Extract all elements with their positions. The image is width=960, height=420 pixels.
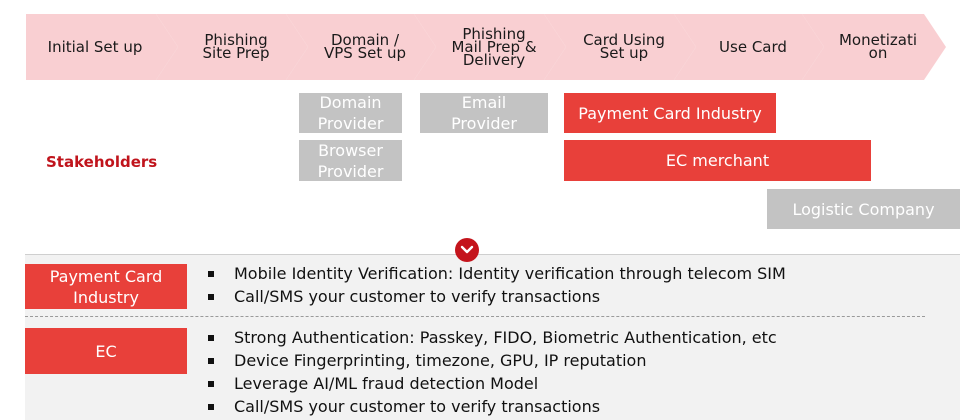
step-label: Use Card	[719, 37, 787, 56]
list-item: Call/SMS your customer to verify transac…	[204, 285, 786, 308]
process-flow: Initial Set up Phishing Site Prep Domain…	[26, 14, 946, 80]
ec-bullets: Strong Authentication: Passkey, FIDO, Bi…	[204, 326, 777, 418]
list-item: Mobile Identity Verification: Identity v…	[204, 262, 786, 285]
stakeholder-ec-merchant: EC merchant	[564, 140, 871, 181]
stakeholder-logistic-company: Logistic Company	[767, 189, 960, 229]
step-card-using-setup: Card Using Set up	[544, 14, 696, 80]
dashed-divider	[25, 316, 925, 317]
countermeasure-label-ec: EC	[25, 328, 187, 374]
list-item: Call/SMS your customer to verify transac…	[204, 395, 777, 418]
step-domain-vps-setup: Domain / VPS Set up	[286, 14, 436, 80]
step-phishing-site-prep: Phishing Site Prep	[156, 14, 308, 80]
stakeholder-email-provider: Email Provider	[420, 93, 548, 133]
payment-card-bullets: Mobile Identity Verification: Identity v…	[204, 262, 786, 308]
step-use-card: Use Card	[674, 14, 824, 80]
list-item: Leverage AI/ML fraud detection Model	[204, 372, 777, 395]
list-item: Strong Authentication: Passkey, FIDO, Bi…	[204, 326, 777, 349]
countermeasure-label-payment-card: Payment Card Industry	[25, 264, 187, 309]
step-label: Initial Set up	[47, 37, 143, 56]
chevron-down-icon	[455, 238, 479, 262]
stakeholder-domain-provider: Domain Provider	[299, 93, 402, 133]
step-label: Monetizati on	[838, 31, 918, 62]
stakeholder-payment-card-industry: Payment Card Industry	[564, 93, 776, 133]
step-label: Domain / VPS Set up	[323, 31, 407, 62]
step-phishing-mail: Phishing Mail Prep & Delivery	[414, 14, 566, 80]
step-label: Phishing Mail Prep & Delivery	[451, 24, 537, 69]
list-item: Device Fingerprinting, timezone, GPU, IP…	[204, 349, 777, 372]
step-label: Phishing Site Prep	[202, 31, 270, 62]
step-monetization: Monetizati on	[802, 14, 946, 80]
divider	[25, 254, 960, 255]
step-label: Card Using Set up	[583, 31, 665, 62]
step-initial-setup: Initial Set up	[26, 14, 178, 80]
stakeholders-label: Stakeholders	[46, 153, 158, 171]
stakeholder-browser-provider: Browser Provider	[299, 140, 402, 181]
